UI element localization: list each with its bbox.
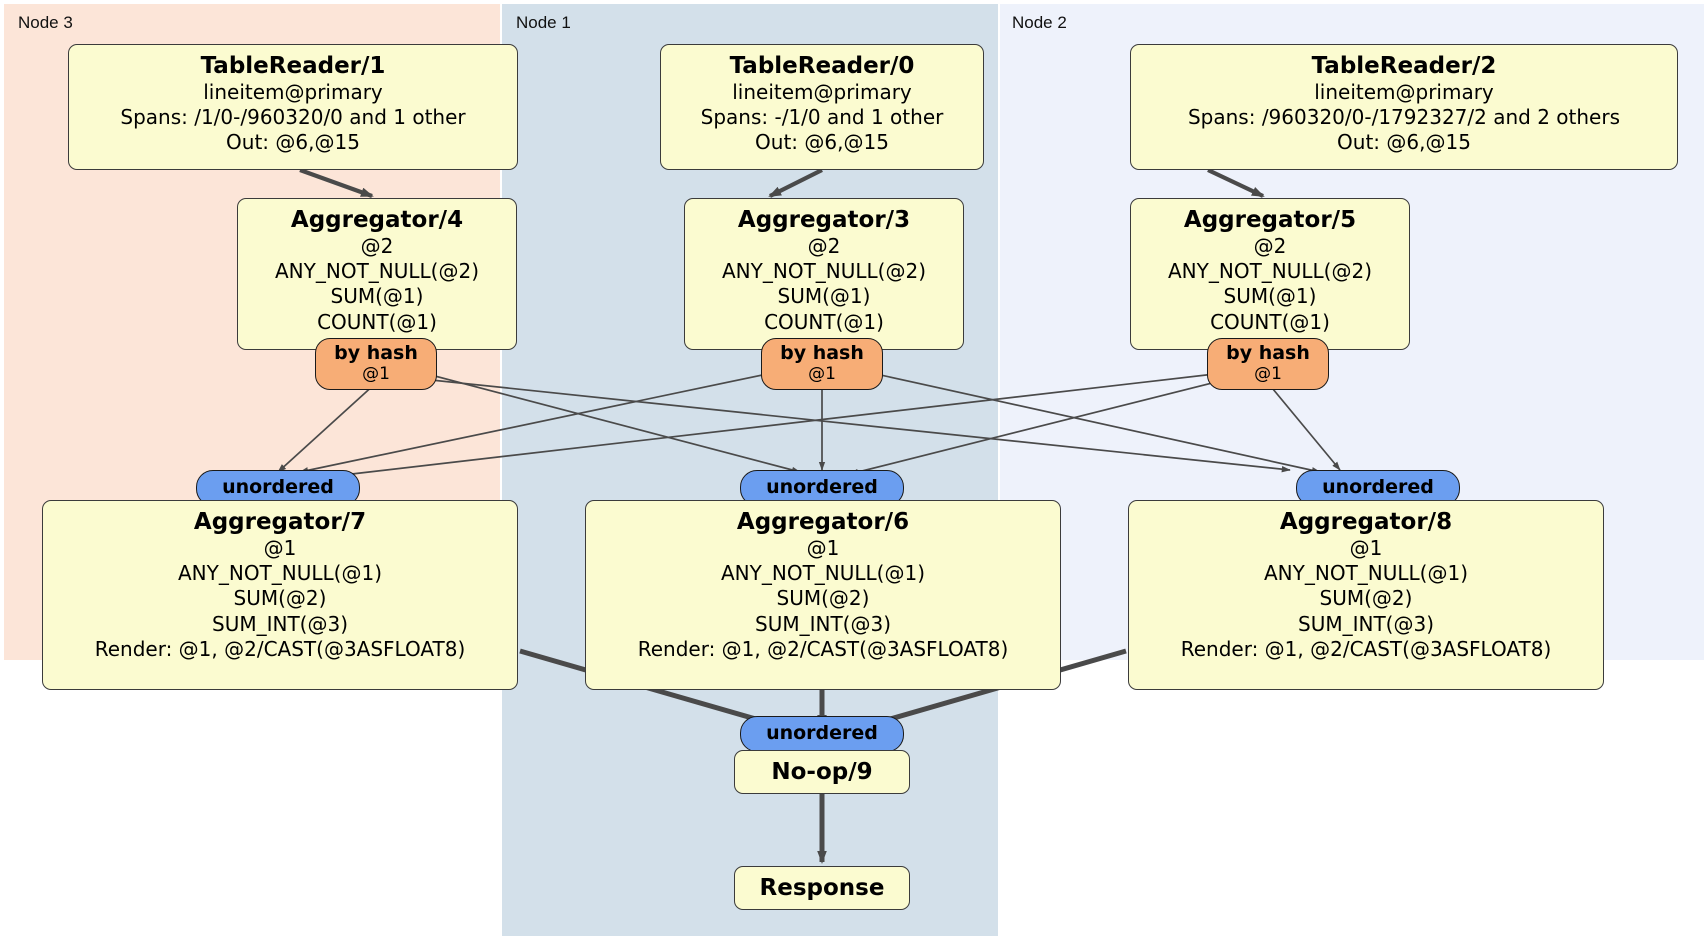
processor-title: Aggregator/6 xyxy=(736,509,910,535)
processor-title: Aggregator/5 xyxy=(1183,207,1357,233)
processor-noop-9[interactable]: No-op/9 xyxy=(734,750,910,794)
badge-by-hash-mid[interactable]: by hash @1 xyxy=(761,338,883,390)
badge-unordered-final[interactable]: unordered xyxy=(740,716,904,752)
processor-aggregator-6[interactable]: Aggregator/6 @1 ANY_NOT_NULL(@1) SUM(@2)… xyxy=(585,500,1061,690)
processor-line: ANY_NOT_NULL(@1) xyxy=(178,561,382,586)
processor-title: No-op/9 xyxy=(771,758,873,785)
processor-line: @2 xyxy=(360,234,394,259)
processor-line: SUM_INT(@3) xyxy=(1298,611,1434,636)
processor-line: SUM(@1) xyxy=(330,284,424,309)
processor-line: Render: @1, @2/CAST(@3ASFLOAT8) xyxy=(1180,636,1552,661)
processor-title: Aggregator/3 xyxy=(737,207,911,233)
processor-line: Out: @6,@15 xyxy=(226,130,360,155)
badge-sublabel: @1 xyxy=(362,364,390,385)
badge-by-hash-left[interactable]: by hash @1 xyxy=(315,338,437,390)
processor-line: ANY_NOT_NULL(@1) xyxy=(721,561,925,586)
badge-label: unordered xyxy=(222,476,334,499)
processor-line: ANY_NOT_NULL(@2) xyxy=(1168,259,1372,284)
processor-aggregator-8[interactable]: Aggregator/8 @1 ANY_NOT_NULL(@1) SUM(@2)… xyxy=(1128,500,1604,690)
processor-title: TableReader/0 xyxy=(729,53,915,79)
processor-line: @1 xyxy=(806,536,840,561)
processor-line: SUM(@1) xyxy=(1223,284,1317,309)
processor-aggregator-3[interactable]: Aggregator/3 @2 ANY_NOT_NULL(@2) SUM(@1)… xyxy=(684,198,964,350)
processor-line: SUM(@1) xyxy=(777,284,871,309)
processor-title: TableReader/2 xyxy=(1311,53,1497,79)
panel-node-3-label: Node 3 xyxy=(18,13,73,32)
processor-line: lineitem@primary xyxy=(732,80,912,105)
badge-label: by hash xyxy=(780,342,864,365)
processor-line: SUM(@2) xyxy=(1319,586,1413,611)
processor-line: @1 xyxy=(1349,536,1383,561)
processor-response[interactable]: Response xyxy=(734,866,910,910)
processor-line: COUNT(@1) xyxy=(317,309,437,334)
processor-line: Spans: /1/0-/960320/0 and 1 other xyxy=(120,105,466,130)
badge-sublabel: @1 xyxy=(1254,364,1282,385)
processor-line: @2 xyxy=(807,234,841,259)
processor-line: SUM_INT(@3) xyxy=(755,611,891,636)
badge-label: by hash xyxy=(1226,342,1310,365)
processor-line: Render: @1, @2/CAST(@3ASFLOAT8) xyxy=(637,636,1009,661)
processor-line: ANY_NOT_NULL(@1) xyxy=(1264,561,1468,586)
processor-line: ANY_NOT_NULL(@2) xyxy=(275,259,479,284)
processor-line: lineitem@primary xyxy=(1314,80,1494,105)
processor-line: Out: @6,@15 xyxy=(1337,130,1471,155)
processor-tablereader-2[interactable]: TableReader/2 lineitem@primary Spans: /9… xyxy=(1130,44,1678,170)
processor-aggregator-4[interactable]: Aggregator/4 @2 ANY_NOT_NULL(@2) SUM(@1)… xyxy=(237,198,517,350)
processor-title: Aggregator/4 xyxy=(290,207,464,233)
processor-aggregator-5[interactable]: Aggregator/5 @2 ANY_NOT_NULL(@2) SUM(@1)… xyxy=(1130,198,1410,350)
badge-label: unordered xyxy=(766,722,878,745)
processor-tablereader-0[interactable]: TableReader/0 lineitem@primary Spans: -/… xyxy=(660,44,984,170)
badge-label: unordered xyxy=(766,476,878,499)
processor-title: Response xyxy=(759,874,885,901)
processor-line: ANY_NOT_NULL(@2) xyxy=(722,259,926,284)
processor-line: Render: @1, @2/CAST(@3ASFLOAT8) xyxy=(94,636,466,661)
processor-line: COUNT(@1) xyxy=(1210,309,1330,334)
processor-title: TableReader/1 xyxy=(200,53,386,79)
processor-aggregator-7[interactable]: Aggregator/7 @1 ANY_NOT_NULL(@1) SUM(@2)… xyxy=(42,500,518,690)
processor-line: Spans: -/1/0 and 1 other xyxy=(700,105,944,130)
processor-line: SUM(@2) xyxy=(776,586,870,611)
processor-line: SUM(@2) xyxy=(233,586,327,611)
processor-line: COUNT(@1) xyxy=(764,309,884,334)
badge-label: by hash xyxy=(334,342,418,365)
processor-line: Out: @6,@15 xyxy=(755,130,889,155)
processor-title: Aggregator/8 xyxy=(1279,509,1453,535)
badge-label: unordered xyxy=(1322,476,1434,499)
processor-title: Aggregator/7 xyxy=(193,509,367,535)
processor-line: lineitem@primary xyxy=(203,80,383,105)
badge-by-hash-right[interactable]: by hash @1 xyxy=(1207,338,1329,390)
badge-sublabel: @1 xyxy=(808,364,836,385)
processor-line: @2 xyxy=(1253,234,1287,259)
processor-line: @1 xyxy=(263,536,297,561)
processor-line: Spans: /960320/0-/1792327/2 and 2 others xyxy=(1187,105,1620,130)
panel-node-2-label: Node 2 xyxy=(1012,13,1067,32)
processor-tablereader-1[interactable]: TableReader/1 lineitem@primary Spans: /1… xyxy=(68,44,518,170)
panel-node-1-label: Node 1 xyxy=(516,13,571,32)
processor-line: SUM_INT(@3) xyxy=(212,611,348,636)
